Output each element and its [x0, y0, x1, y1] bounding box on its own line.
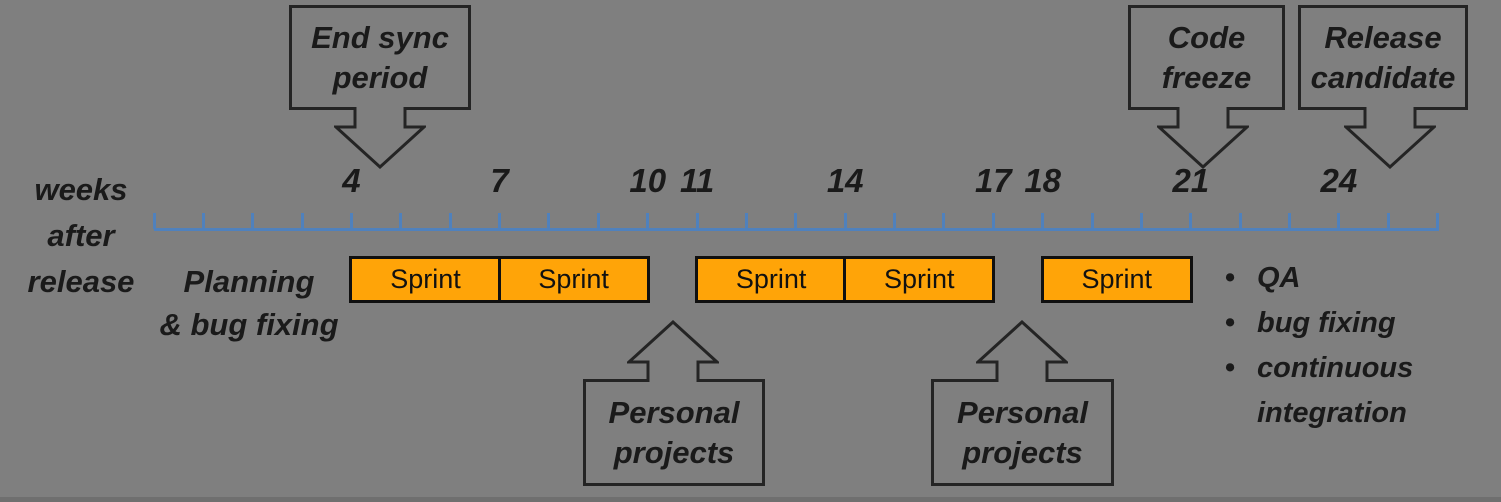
callout-line: Personal — [608, 394, 740, 430]
sprint-box: Sprint — [1040, 256, 1193, 303]
week-label: 17 — [974, 162, 1012, 199]
callout-release-candidate: Release candidate — [1298, 5, 1468, 110]
bottom-edge-strip — [0, 497, 1501, 502]
timeline-tick — [1238, 213, 1242, 229]
week-label: 14 — [826, 162, 864, 199]
timeline-tick — [1189, 213, 1193, 229]
sprint-box: Sprint — [695, 256, 848, 303]
timeline-tick — [1288, 213, 1292, 229]
week-label: 7 — [490, 162, 509, 199]
notes-list: QAbug fixingcontinuous integration — [1220, 256, 1465, 436]
sprint-box: Sprint — [349, 256, 502, 303]
callout-line: period — [332, 59, 428, 95]
callout-line: End sync — [311, 19, 449, 55]
phase-caption-line: Planning — [183, 264, 315, 299]
timeline-tick — [695, 213, 699, 229]
timeline-tick — [448, 213, 452, 229]
note-item: QA — [1220, 256, 1465, 301]
phase-caption: Planning & bug fixing — [124, 260, 374, 346]
timeline-tick — [300, 213, 304, 229]
timeline-tick — [942, 213, 946, 229]
timeline-tick — [1337, 213, 1341, 229]
timeline-tick — [547, 213, 551, 229]
timeline-tick — [1386, 213, 1390, 229]
sprint-box: Sprint — [843, 256, 996, 303]
timeline-tick — [1139, 213, 1143, 229]
timeline-tick — [251, 213, 255, 229]
timeline-tick — [744, 213, 748, 229]
callout-code-freeze: Code freeze — [1128, 5, 1285, 110]
callout-personal-projects-2: Personal projects — [931, 379, 1114, 486]
week-label: 24 — [1320, 162, 1358, 199]
down-arrow-icon — [1344, 107, 1436, 169]
axis-caption: weeks after release — [0, 167, 162, 305]
week-label: 10 — [629, 162, 667, 199]
timeline-tick — [893, 213, 897, 229]
timeline-tick — [794, 213, 798, 229]
timeline-tick — [498, 213, 502, 229]
week-label: 4 — [342, 162, 361, 199]
callout-personal-projects-1: Personal projects — [583, 379, 765, 486]
axis-caption-line: release — [27, 264, 135, 299]
timeline-tick — [152, 213, 156, 229]
week-label: 18 — [1024, 162, 1062, 199]
callout-line: freeze — [1161, 59, 1252, 95]
up-arrow-icon — [976, 320, 1068, 382]
timeline-tick — [1090, 213, 1094, 229]
up-arrow-icon — [627, 320, 719, 382]
axis-caption-line: after — [47, 218, 115, 253]
note-item: bug fixing — [1220, 301, 1465, 346]
axis-caption-line: weeks — [34, 172, 128, 207]
timeline-tick — [991, 213, 995, 229]
callout-line: projects — [962, 434, 1083, 470]
callout-line: Release — [1324, 19, 1442, 55]
timeline-tick — [399, 213, 403, 229]
timeline-tick — [646, 213, 650, 229]
down-arrow-icon — [334, 107, 426, 169]
timeline-tick — [1436, 213, 1440, 229]
down-arrow-icon — [1157, 107, 1249, 169]
timeline-baseline — [154, 228, 1439, 231]
timeline-tick — [1041, 213, 1045, 229]
timeline-tick — [596, 213, 600, 229]
callout-end-sync: End sync period — [289, 5, 471, 110]
phase-caption-line: & bug fixing — [159, 307, 339, 342]
timeline-tick — [201, 213, 205, 229]
callout-line: Personal — [957, 394, 1088, 430]
sprint-box: Sprint — [497, 256, 650, 303]
timeline-tick — [349, 213, 353, 229]
week-label: 11 — [679, 162, 715, 199]
timeline-tick — [843, 213, 847, 229]
callout-line: candidate — [1310, 59, 1456, 95]
callout-line: Code — [1167, 19, 1246, 55]
callout-line: projects — [613, 434, 735, 470]
note-item: continuous integration — [1220, 346, 1465, 436]
